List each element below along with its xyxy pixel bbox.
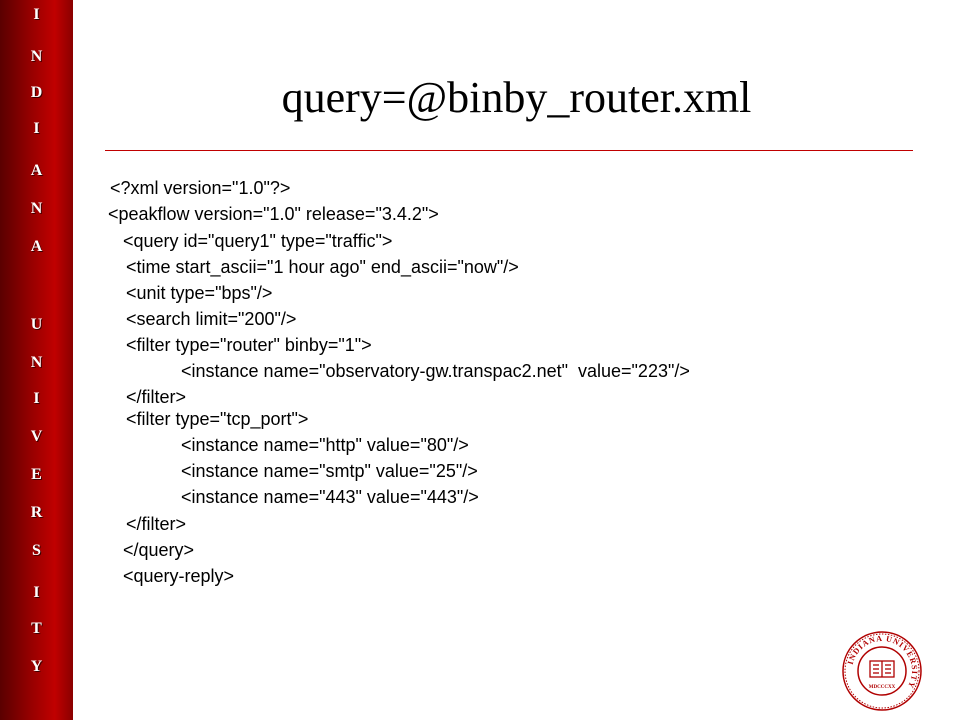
sidebar-letter: V (30, 428, 43, 445)
sidebar-letter: N (30, 48, 43, 65)
sidebar-letter: A (30, 238, 43, 255)
sidebar-letter: I (33, 584, 40, 601)
university-sidebar: I N D I A N A U N I V E R S I T Y (0, 0, 73, 720)
code-line: <query-reply> (123, 566, 235, 586)
code-line: <search limit="200"/> (126, 309, 297, 329)
sidebar-letter: I (33, 120, 40, 137)
sidebar-letter: T (31, 620, 42, 637)
code-line: <instance name="443" value="443"/> (181, 487, 479, 507)
code-line: <filter type="router" binby="1"> (126, 335, 372, 355)
sidebar-letter: D (30, 84, 43, 101)
university-seal-icon: INDIANA UNIVERSITY MDCCCXX (842, 631, 922, 711)
slide-title: query=@binby_router.xml (281, 73, 752, 122)
sidebar-letter: Y (30, 658, 43, 675)
sidebar-letter: I (33, 6, 40, 23)
code-line: <unit type="bps"/> (126, 283, 273, 303)
seal-year: MDCCCXX (869, 685, 896, 690)
sidebar-letter: N (30, 354, 43, 371)
code-line: </query> (123, 540, 195, 560)
sidebar-letter: U (30, 316, 43, 333)
sidebar-letter: I (33, 390, 40, 407)
sidebar-letter: S (32, 542, 41, 559)
code-line: <query id="query1" type="traffic"> (123, 231, 393, 251)
code-line: <peakflow version="1.0" release="3.4.2"> (108, 204, 439, 224)
sidebar-letter: R (30, 504, 43, 521)
code-line: <?xml version="1.0"?> (110, 178, 291, 198)
code-line: <instance name="smtp" value="25"/> (181, 461, 478, 481)
code-line: </filter> (126, 387, 187, 407)
code-line: <filter type="tcp_port"> (126, 409, 309, 429)
sidebar-letter: E (31, 466, 42, 483)
code-line: <time start_ascii="1 hour ago" end_ascii… (126, 257, 519, 277)
sidebar-letter: N (30, 200, 43, 217)
title-divider (105, 150, 913, 151)
code-line: </filter> (126, 514, 187, 534)
sidebar-letter: A (30, 162, 43, 179)
code-line: <instance name="http" value="80"/> (181, 435, 469, 455)
code-line: <instance name="observatory-gw.transpac2… (181, 361, 690, 381)
